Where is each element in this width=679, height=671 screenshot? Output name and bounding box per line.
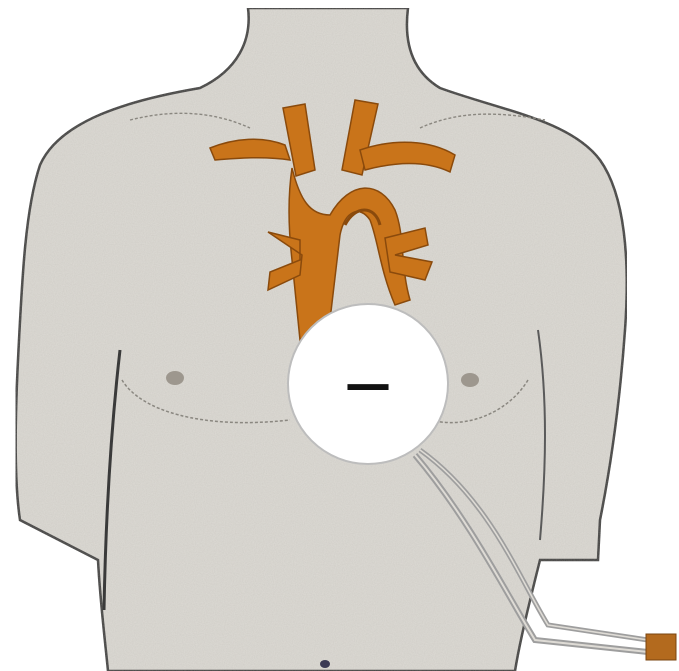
- lead-connector-icon: [646, 634, 676, 660]
- electrode-pad-icon: —: [288, 304, 448, 464]
- electrode-polarity-label: —: [345, 357, 391, 411]
- right-nipple: [461, 373, 479, 387]
- left-nipple: [166, 371, 184, 385]
- navel: [320, 660, 330, 668]
